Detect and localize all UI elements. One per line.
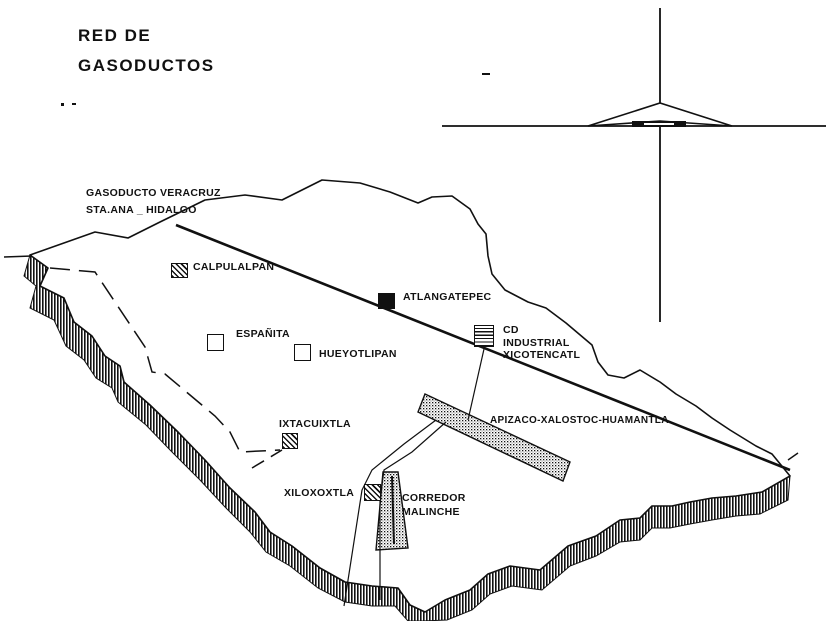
branch-cd-industrial — [467, 348, 485, 421]
marker-espanita — [207, 334, 224, 351]
marker-calpulalpan — [171, 263, 188, 278]
map-title-line1: RED DE — [78, 26, 152, 45]
marker-cd-industrial — [474, 325, 494, 347]
marker-hueyotlipan — [294, 344, 311, 361]
label-atlangatepec: ATLANGATEPEC — [403, 291, 492, 303]
label-ixtacuixtla: IXTACUIXTLA — [279, 418, 351, 430]
label-calpulalpan: CALPULALPAN — [193, 261, 275, 273]
map-title-line2: GASODUCTOS — [78, 56, 215, 75]
marker-xiloxoxtla — [364, 484, 381, 501]
label-cd-industrial-line2: INDUSTRIAL — [503, 337, 570, 349]
apizaco-corridor-band — [417, 393, 571, 482]
pipeline-label-line2: STA.ANA _ HIDALGO — [86, 204, 197, 216]
marker-atlangatepec — [378, 293, 395, 309]
right-edge-line — [787, 452, 799, 461]
label-cd-industrial-line1: CD — [503, 324, 519, 336]
label-corredor-malinche-line1: CORREDOR — [402, 492, 466, 504]
speck — [61, 103, 64, 106]
state-outline — [29, 179, 791, 613]
label-espanita: ESPAÑITA — [236, 328, 290, 340]
label-hueyotlipan: HUEYOTLIPAN — [319, 348, 397, 360]
label-xiloxoxtla: XILOXOXTLA — [284, 487, 355, 499]
pipeline-label-line1: GASODUCTO VERACRUZ — [86, 187, 221, 199]
marker-ixtacuixtla — [282, 433, 298, 449]
dashed-boundary-lower — [251, 449, 283, 469]
label-corredor-malinche-line2: MALINCHE — [402, 506, 460, 518]
branch-corridor-south-b — [379, 421, 447, 600]
main-pipeline — [175, 223, 791, 472]
speck — [482, 73, 490, 75]
malinche-corridor-inner — [391, 475, 395, 545]
malinche-corridor-band — [375, 471, 409, 551]
left-edge-line — [3, 255, 33, 258]
label-apizaco-corridor: APIZACO-XALOSTOC-HUAMANTLA — [490, 415, 669, 426]
dashed-boundary — [49, 267, 281, 453]
speck — [72, 103, 76, 105]
branch-corridor-south-a — [343, 419, 437, 607]
label-cd-industrial-line3: XICOTENCATL — [503, 349, 581, 361]
